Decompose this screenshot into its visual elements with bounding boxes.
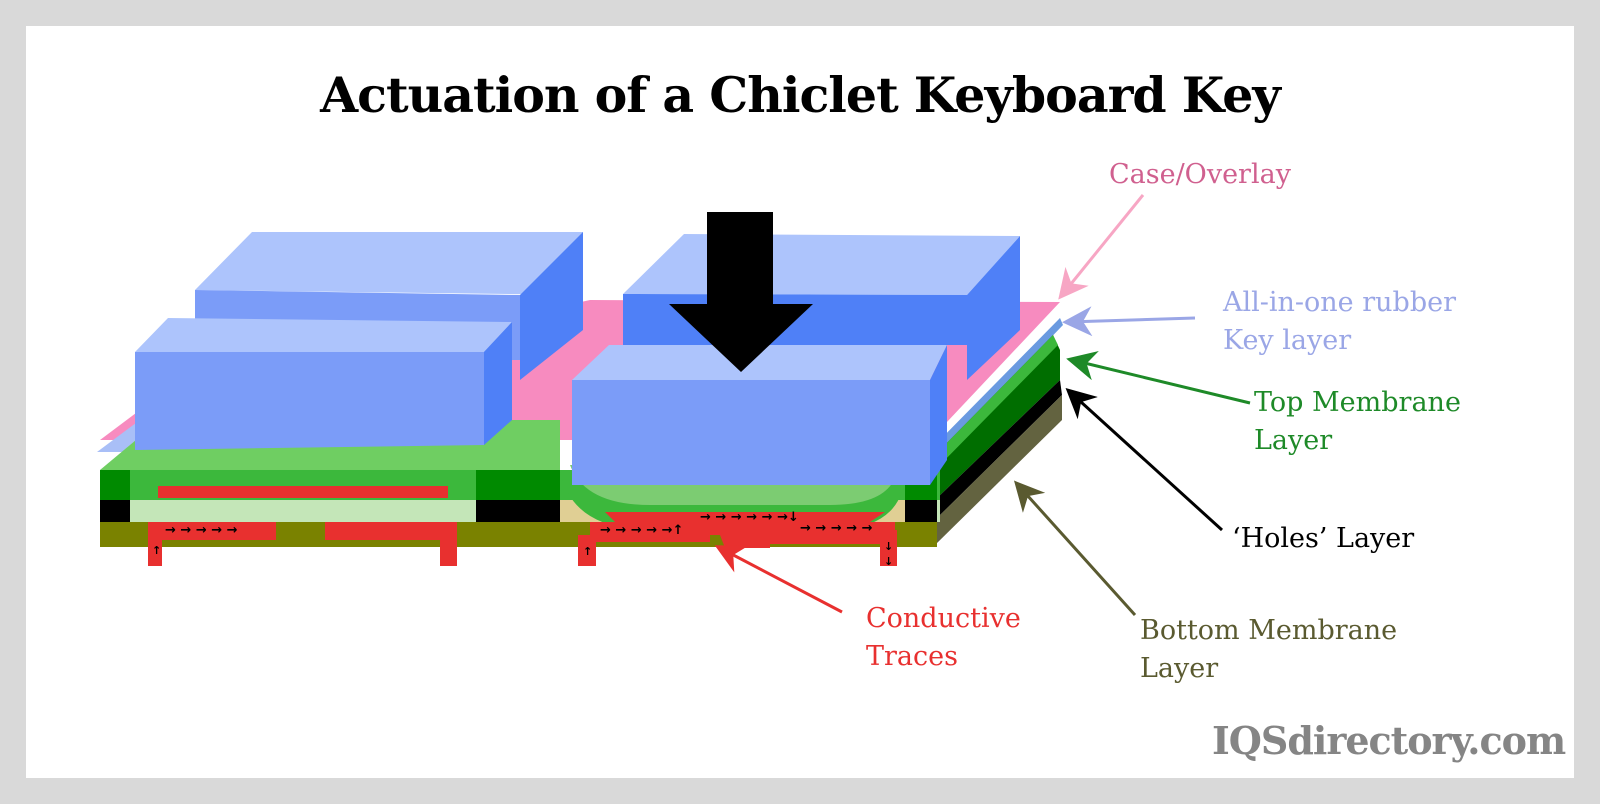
watermark: IQSdirectory.com	[1212, 718, 1566, 763]
svg-text:→ → → → →: → → → → →	[800, 521, 873, 536]
label-rubber-key-layer: All-in-one rubber Key layer	[1223, 287, 1456, 356]
top-membrane-pointer	[1066, 351, 1251, 405]
front-right-key-pressed	[572, 345, 947, 485]
conductive-traces-pointer	[714, 545, 843, 614]
rubber-key-edge	[930, 318, 1063, 456]
label-top-membrane: Top Membrane Layer	[1254, 387, 1461, 456]
down-arrow-icon	[669, 212, 813, 372]
holes-layer-pointer	[1065, 387, 1224, 532]
label-bottom-membrane: Bottom Membrane Layer	[1140, 615, 1398, 684]
label-holes-layer: ‘Holes’ Layer	[1232, 523, 1415, 554]
svg-text:→ → → → → →↓: → → → → → →↓	[700, 510, 799, 525]
svg-text:↑: ↑	[583, 545, 592, 558]
svg-text:→ → → → →↑: → → → → →↑	[600, 523, 683, 538]
case-overlay-pointer	[1058, 194, 1145, 300]
label-conductive-traces: Conductive Traces	[866, 603, 1021, 672]
front-left-key	[135, 318, 512, 450]
current-flow-arrows: → → → → → ↑ → → → → →↑ → → → → → →↓ → → …	[152, 510, 893, 568]
label-case-overlay: Case/Overlay	[1109, 159, 1291, 190]
svg-text:↓: ↓	[884, 555, 893, 568]
svg-text:↓: ↓	[884, 540, 893, 553]
conductive-traces	[148, 486, 897, 566]
page-title: Actuation of a Chiclet Keyboard Key	[320, 66, 1281, 124]
svg-text:↑: ↑	[152, 544, 161, 557]
rubber-key-pointer	[1062, 306, 1196, 337]
svg-text:→ → → → →: → → → → →	[165, 523, 238, 538]
bottom-membrane-pointer	[1013, 480, 1137, 617]
